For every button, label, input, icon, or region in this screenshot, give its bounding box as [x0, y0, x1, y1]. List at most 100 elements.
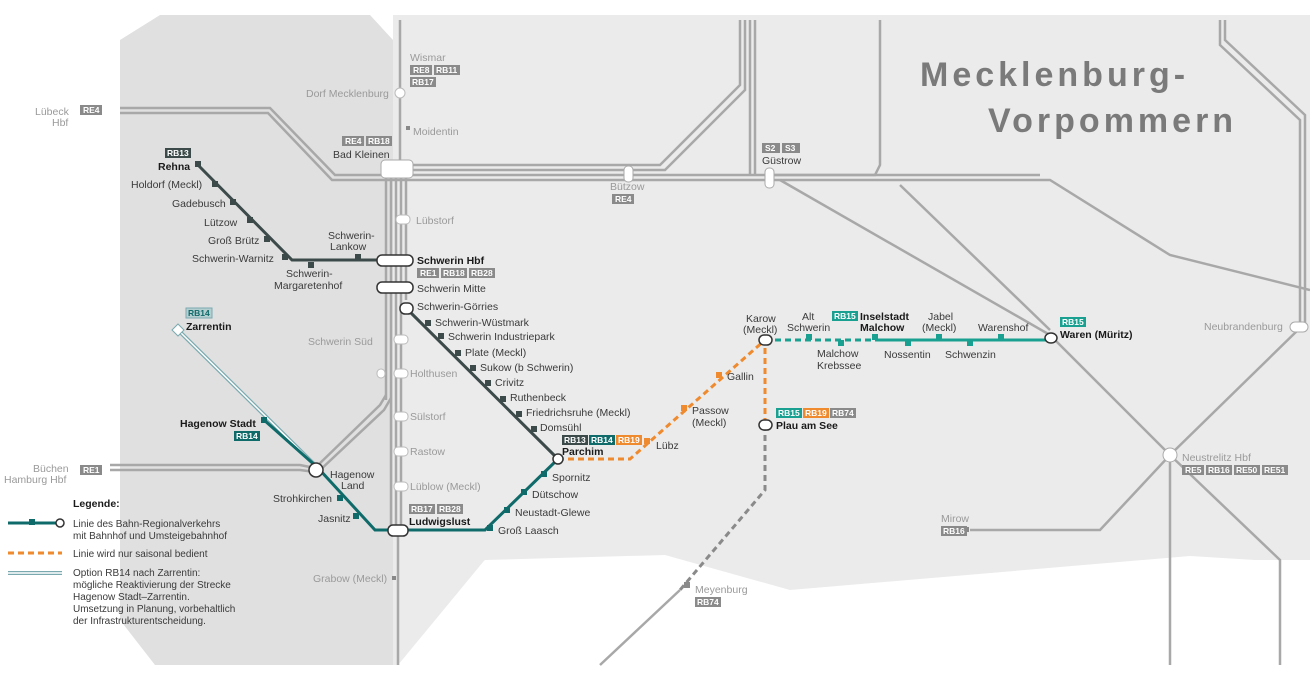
rb13-parchim-line	[404, 306, 560, 461]
station-gross-laasch: Groß Laasch	[498, 525, 559, 537]
rb13-parchim-stops	[425, 320, 537, 432]
station-friedrichsruhe: Friedrichsruhe (Meckl)	[526, 407, 630, 419]
svg-text:RB74: RB74	[697, 597, 719, 607]
svg-text:S2: S2	[765, 143, 776, 153]
station-hamburg-hbf: Hamburg Hbf	[4, 474, 67, 486]
svg-text:S3: S3	[785, 143, 796, 153]
station-warenshof: Warenshof	[978, 322, 1028, 334]
legend-item3-line5: der Infrastrukturentscheidung.	[73, 616, 206, 627]
badge-neustrelitz-re50: RE50	[1234, 465, 1260, 475]
station-zarrentin: Zarrentin	[186, 321, 232, 333]
station-schwerin-mitte: Schwerin Mitte	[417, 283, 486, 295]
station-alt-schwerin-1: Alt	[802, 311, 814, 323]
svg-text:RB16: RB16	[943, 526, 965, 536]
badge-guestrow-s3: S3	[782, 143, 800, 153]
svg-text:RB15: RB15	[778, 408, 800, 418]
legend-item3-line2: mögliche Reaktivierung der Strecke	[73, 580, 231, 591]
station-luebstorf: Lübstorf	[416, 215, 454, 227]
svg-text:RE5: RE5	[1185, 465, 1202, 475]
svg-text:RB15: RB15	[834, 311, 856, 321]
svg-text:RB11: RB11	[436, 65, 458, 75]
station-alt-schwerin-2: Schwerin	[787, 322, 830, 334]
badge-bk-re4: RE4	[342, 136, 364, 146]
station-guestrow: Güstrow	[762, 155, 802, 167]
station-parchim: Parchim	[562, 446, 603, 458]
station-malchow-krebssee-1: Malchow	[817, 348, 859, 360]
station-lueblow: Lüblow (Meckl)	[410, 481, 481, 493]
svg-text:RB14: RB14	[236, 431, 258, 441]
badge-wismar-rb11: RB11	[434, 65, 460, 75]
station-grabow: Grabow (Meckl)	[313, 573, 387, 585]
station-schwerin-lankow-1: Schwerin-	[328, 230, 375, 242]
svg-text:RB13: RB13	[167, 148, 189, 158]
svg-text:RB17: RB17	[411, 504, 433, 514]
station-rastow: Rastow	[410, 446, 445, 458]
badge-wismar-re8: RE8	[410, 65, 432, 75]
station-schwerin-lankow-2: Lankow	[330, 241, 367, 253]
badge-parchim-rb19: RB19	[616, 435, 642, 445]
neustrelitz-station	[1162, 447, 1178, 463]
rb19-stops	[644, 372, 722, 444]
station-schwerin-sued: Schwerin Süd	[308, 336, 373, 348]
guestrow-station	[764, 167, 775, 189]
svg-text:RE1: RE1	[83, 465, 100, 475]
svg-text:RE51: RE51	[1264, 465, 1286, 475]
station-inselstadt-1: Inselstadt	[860, 311, 910, 323]
badge-plau-rb74: RB74	[830, 408, 856, 418]
badge-waren-rb15: RB15	[1060, 317, 1086, 327]
buetzow-station	[623, 165, 634, 183]
badge-malchow-rb15: RB15	[832, 311, 858, 321]
svg-text:RB19: RB19	[805, 408, 827, 418]
station-passow-2: (Meckl)	[692, 417, 726, 429]
badge-ll-rb28: RB28	[437, 504, 463, 514]
station-crivitz: Crivitz	[495, 377, 524, 389]
badge-buechen-re1: RE1	[80, 465, 102, 475]
badge-luebeck-re4: RE4	[80, 105, 102, 115]
rb13-stops	[195, 161, 361, 268]
svg-text:RB19: RB19	[618, 435, 640, 445]
svg-text:RB14: RB14	[188, 308, 210, 318]
badge-guestrow-s2: S2	[762, 143, 780, 153]
station-holthusen: Holthusen	[410, 368, 457, 380]
station-strohkirchen: Strohkirchen	[273, 493, 332, 505]
station-luebz: Lübz	[656, 440, 679, 452]
svg-text:RE50: RE50	[1236, 465, 1258, 475]
legend-item2: Linie wird nur saisonal bedient	[73, 549, 208, 560]
station-hagenow-land-2: Land	[341, 480, 365, 492]
badge-plau-rb15: RB15	[776, 408, 802, 418]
station-passow-1: Passow	[692, 405, 729, 417]
station-schwerin-warnitz: Schwerin-Warnitz	[192, 253, 274, 265]
station-meyenburg: Meyenburg	[695, 584, 748, 596]
station-jasnitz: Jasnitz	[318, 513, 351, 525]
badge-plau-rb19: RB19	[803, 408, 829, 418]
station-neubrandenburg: Neubrandenburg	[1204, 321, 1283, 333]
station-schwenzin: Schwenzin	[945, 349, 996, 361]
legend-item3-line4: Umsetzung in Planung, vorbehaltlich	[73, 604, 235, 615]
station-karow-2: (Meckl)	[743, 324, 777, 336]
station-schwerin-hbf: Schwerin Hbf	[417, 255, 485, 267]
badge-buetzow-re4: RE4	[612, 194, 634, 204]
station-schwerin-marg-2: Margaretenhof	[274, 280, 342, 292]
station-mirow: Mirow	[941, 513, 969, 525]
badge-meyenburg-rb74: RB74	[695, 597, 721, 607]
svg-text:RB28: RB28	[439, 504, 461, 514]
station-hagenow-land-1: Hagenow	[330, 469, 375, 481]
svg-text:RB18: RB18	[443, 268, 465, 278]
bad-kleinen-station	[380, 159, 414, 179]
track-network	[110, 20, 1310, 666]
svg-text:RE1: RE1	[420, 268, 437, 278]
station-inselstadt-2: Malchow	[860, 322, 905, 334]
station-schwerin-industriepark: Schwerin Industriepark	[448, 331, 556, 343]
legend-item1-line2: mit Bahnhof und Umsteigebahnhof	[73, 531, 227, 542]
station-wismar: Wismar	[410, 52, 446, 64]
station-nossentin: Nossentin	[884, 349, 931, 361]
station-karow-1: Karow	[746, 313, 776, 325]
station-gross-bruetz: Groß Brütz	[208, 235, 259, 247]
interchange-stations	[308, 254, 1058, 537]
rb13-rehna-line	[195, 162, 382, 262]
station-plate: Plate (Meckl)	[465, 347, 526, 359]
badge-wismar-rb17: RB17	[410, 77, 436, 87]
station-neustadt-glewe: Neustadt-Glewe	[515, 507, 590, 519]
region-title-line2: Vorpommern	[988, 102, 1237, 140]
